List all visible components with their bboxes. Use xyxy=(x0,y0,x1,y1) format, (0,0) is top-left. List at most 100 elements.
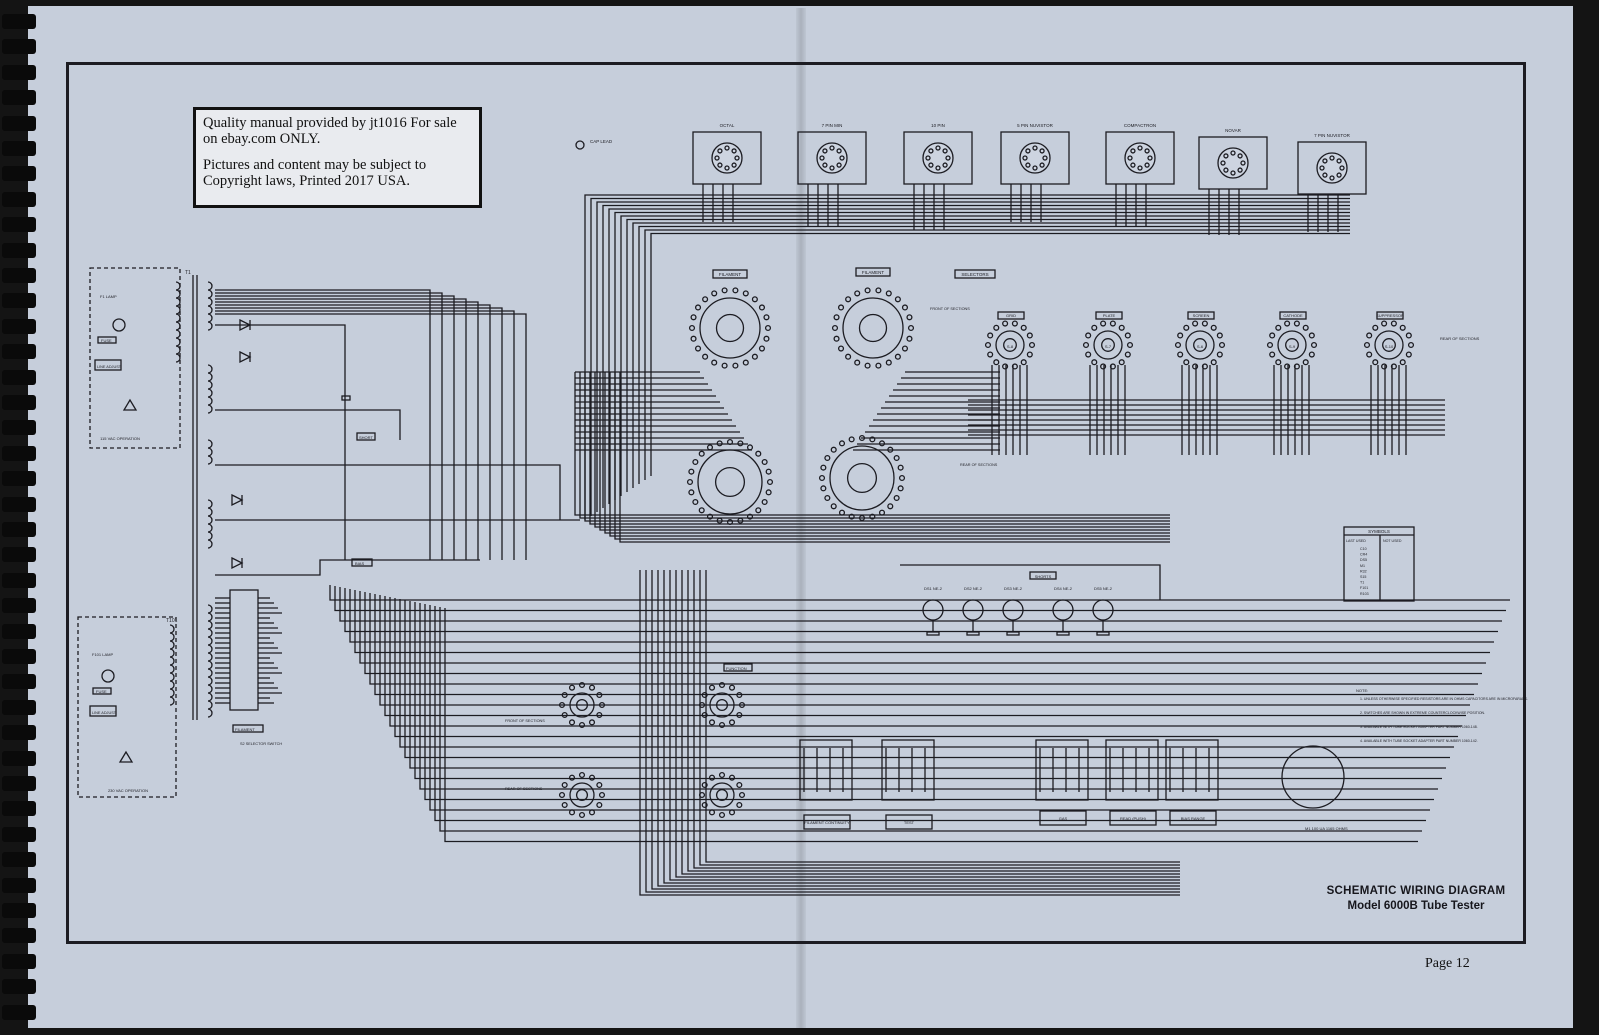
winding xyxy=(175,313,181,323)
contact xyxy=(830,446,837,453)
winding xyxy=(207,372,213,382)
label-box xyxy=(351,558,373,567)
harness-wire xyxy=(424,604,1434,801)
contact xyxy=(875,287,882,294)
supply-wire xyxy=(215,289,431,560)
contact xyxy=(878,440,886,447)
meter-label: M1 100 UA 1165 OHMS xyxy=(1305,826,1348,831)
contact xyxy=(561,781,568,789)
contact xyxy=(742,290,749,297)
socket-frame xyxy=(692,131,762,185)
binding-ring xyxy=(2,242,36,258)
harness-wire xyxy=(419,603,1438,790)
contact xyxy=(1100,320,1107,327)
contact xyxy=(736,711,743,719)
filament-label: FILAMENT xyxy=(235,727,255,732)
fuse-label: FUSE xyxy=(101,338,112,343)
neon-bus xyxy=(900,564,1161,600)
line-adjust-label: LINE ADJUST xyxy=(92,711,117,715)
winding xyxy=(207,305,213,315)
bus-wire xyxy=(590,197,1350,229)
t101-label: T101 xyxy=(166,618,178,624)
selector-code: S-8 xyxy=(1007,344,1014,349)
harness-wire xyxy=(359,591,1486,664)
winding xyxy=(175,289,181,299)
function-switch-s3br xyxy=(709,782,735,808)
contact xyxy=(858,514,866,522)
contact xyxy=(718,721,726,729)
contact xyxy=(694,304,702,311)
contact xyxy=(1269,332,1276,339)
supply-wire xyxy=(215,298,467,560)
contact xyxy=(987,351,994,358)
harness xyxy=(599,372,1170,531)
contact xyxy=(1002,363,1009,370)
contact xyxy=(718,771,726,779)
pushbutton-switch xyxy=(799,739,853,801)
contact xyxy=(833,314,840,321)
harness-wire xyxy=(675,570,1180,878)
contact xyxy=(766,478,774,486)
contact xyxy=(1100,363,1107,370)
filament-label: FILAMENT xyxy=(719,272,742,277)
contact xyxy=(596,691,603,699)
fuse-box xyxy=(97,336,117,344)
note-item: 4. AVAILABLE WITH TUBE SOCKET ADAPTER PA… xyxy=(1360,739,1478,743)
binding-ring xyxy=(2,496,36,512)
winding xyxy=(207,684,213,694)
winding xyxy=(207,644,213,654)
winding xyxy=(207,604,213,614)
bus-wire xyxy=(626,218,1350,250)
selector-code: S-9 xyxy=(1289,344,1296,349)
contact xyxy=(765,468,772,475)
element-selector xyxy=(1093,330,1123,360)
contact xyxy=(708,719,716,726)
contact xyxy=(702,353,709,360)
pushbutton-switch xyxy=(1035,739,1089,801)
socket-pin xyxy=(928,148,934,154)
bus-wire xyxy=(638,225,1350,257)
contact xyxy=(728,684,736,691)
selector-switch-s2 xyxy=(229,589,259,711)
winding xyxy=(207,439,213,449)
label-box xyxy=(1095,311,1123,320)
winding xyxy=(207,539,213,549)
contact xyxy=(1284,320,1291,327)
element-selector-hub xyxy=(1101,338,1115,352)
contact xyxy=(706,444,714,451)
socket-pin xyxy=(925,155,931,161)
contact xyxy=(732,287,739,294)
contact xyxy=(708,774,716,781)
contact xyxy=(818,474,826,482)
symbols-row: CR4 xyxy=(1360,553,1367,557)
t1-label: T1 xyxy=(185,270,191,276)
winding xyxy=(169,696,175,706)
harness xyxy=(579,372,1170,519)
supply-wire xyxy=(215,559,480,576)
filament-selector-2 xyxy=(842,297,904,359)
filament-selector-1-hub xyxy=(715,313,745,343)
element-label: SCREEN xyxy=(1193,313,1210,318)
bus-wire xyxy=(584,194,1350,225)
contact xyxy=(1109,320,1116,327)
contact xyxy=(824,454,831,462)
binding-ring xyxy=(2,725,36,741)
diode xyxy=(239,350,252,364)
contact xyxy=(854,359,861,366)
supply-wire xyxy=(215,310,515,560)
function-switch-s3ar xyxy=(569,782,595,808)
element-selector-hub xyxy=(1193,338,1207,352)
label-box xyxy=(1187,311,1215,320)
socket-pin xyxy=(1322,158,1328,164)
label-box xyxy=(803,814,851,830)
contact xyxy=(1381,320,1388,327)
binding-ring xyxy=(2,268,36,283)
socket-pin xyxy=(829,145,835,151)
contact xyxy=(845,296,852,303)
contact xyxy=(716,440,723,447)
contact xyxy=(1266,341,1274,349)
harness-wire xyxy=(329,585,1510,601)
binding-ring xyxy=(2,14,36,29)
symbols-header: LAST USED xyxy=(1346,539,1366,543)
tube-socket xyxy=(1124,142,1156,174)
